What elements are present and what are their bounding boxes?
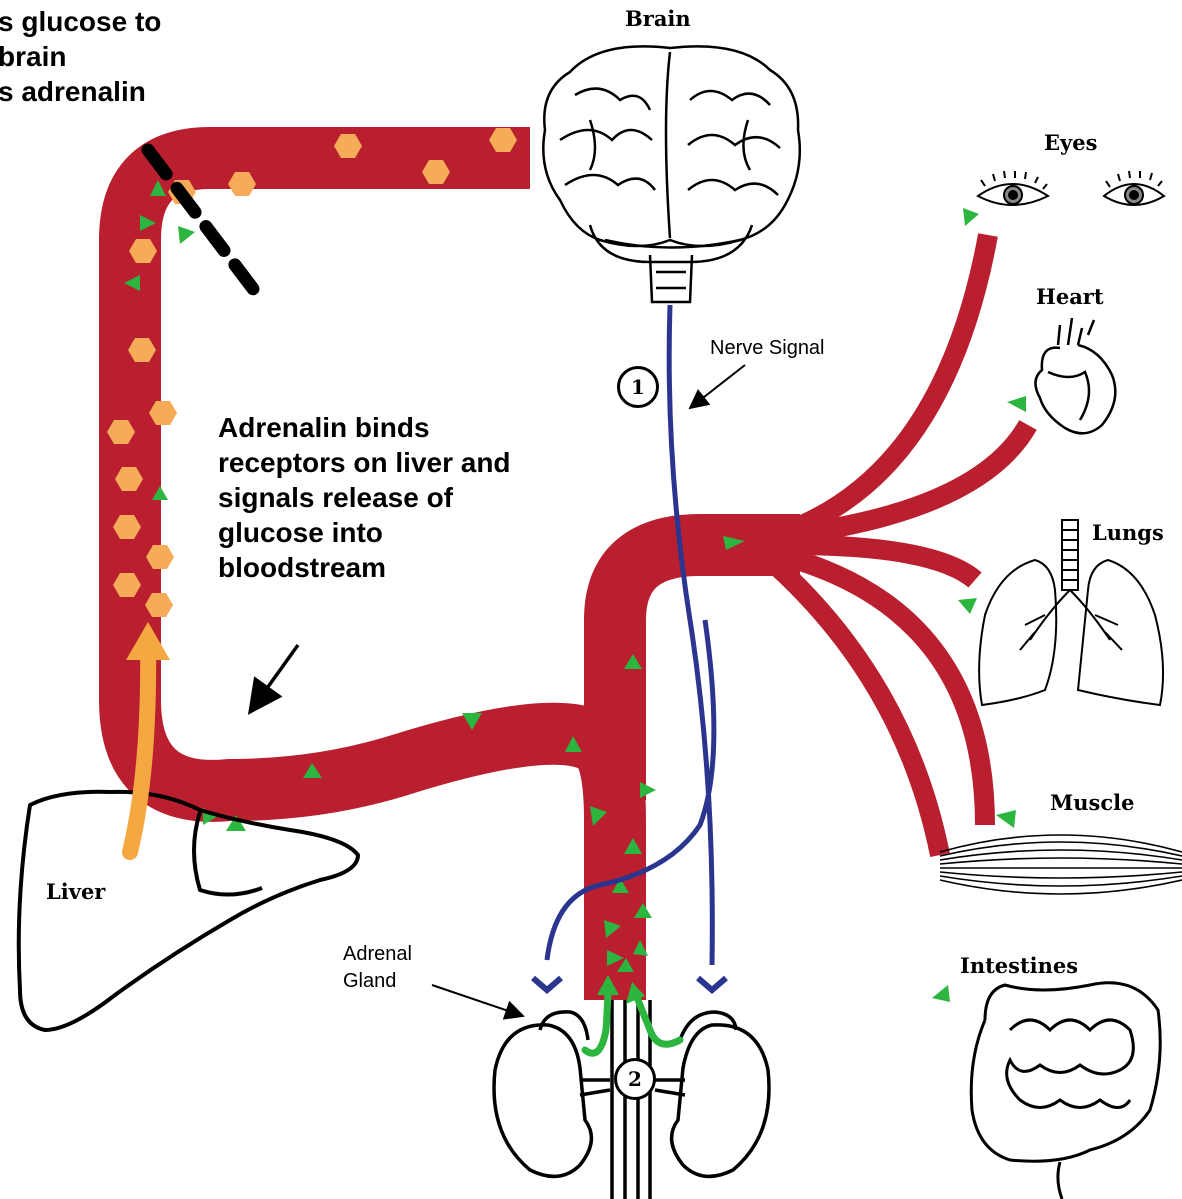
top-left-line-1: s glucose to (0, 4, 161, 39)
heart-outline (1035, 345, 1115, 433)
label-eyes: Eyes (1044, 130, 1097, 155)
adrenal-gland-pointer (432, 985, 523, 1016)
top-left-line-3: s adrenalin (0, 74, 161, 109)
nerve-signal-pointer (690, 365, 745, 408)
label-brain: Brain (625, 6, 691, 31)
liver-organ (19, 792, 358, 1030)
callout-line-1: Adrenalin binds (218, 410, 511, 445)
liver-callout-pointer (250, 645, 298, 712)
kidney-left (494, 1025, 591, 1177)
vessel-to-intestines (770, 560, 940, 855)
callout-line-3: signals release of (218, 480, 511, 515)
brain-organ (543, 46, 800, 302)
top-left-line-2: brain (0, 39, 161, 74)
nerve-arrowhead-right (698, 978, 726, 990)
adrenal-line-2: Gland (343, 968, 412, 995)
muscle-organ (940, 835, 1182, 894)
adrenalin-molecule (963, 208, 979, 226)
adrenalin-molecule (1007, 396, 1026, 412)
heart-organ (1035, 318, 1115, 433)
lungs-organ (979, 520, 1163, 705)
label-nerve-signal: Nerve Signal (710, 335, 825, 362)
step-marker-1: 1 (617, 366, 659, 408)
label-lungs: Lungs (1092, 520, 1164, 545)
lung-right (1078, 560, 1163, 705)
adrenalin-molecules (124, 180, 1026, 1002)
rectum (1058, 1162, 1062, 1199)
adrenalin-molecule (640, 782, 656, 798)
adrenalin-molecule (958, 598, 977, 614)
label-adrenal-gland: Adrenal Gland (343, 941, 412, 995)
eyes-organ (978, 171, 1164, 205)
liver-callout-text: Adrenalin binds receptors on liver and s… (218, 410, 511, 585)
intestines-organ (971, 983, 1160, 1199)
callout-line-5: bloodstream (218, 550, 511, 585)
label-intestines: Intestines (960, 953, 1078, 978)
lung-left (979, 560, 1056, 705)
nerve-arrowhead-left (533, 978, 561, 990)
liver-outline (19, 792, 358, 1030)
step-marker-2: 2 (614, 1058, 656, 1100)
top-left-text: s glucose to brain s adrenalin (0, 4, 161, 109)
label-muscle: Muscle (1050, 790, 1134, 815)
small-intestine (1007, 1020, 1134, 1108)
adrenalin-molecule (996, 810, 1016, 828)
adrenalin-molecule (178, 226, 195, 244)
adrenal-line-1: Adrenal (343, 941, 412, 968)
label-liver: Liver (46, 879, 105, 904)
kidney-right (672, 1025, 769, 1177)
adrenalin-molecule (932, 985, 950, 1002)
callout-line-2: receptors on liver and (218, 445, 511, 480)
label-heart: Heart (1036, 284, 1104, 309)
brain-outline (543, 46, 800, 246)
callout-line-4: glucose into (218, 515, 511, 550)
